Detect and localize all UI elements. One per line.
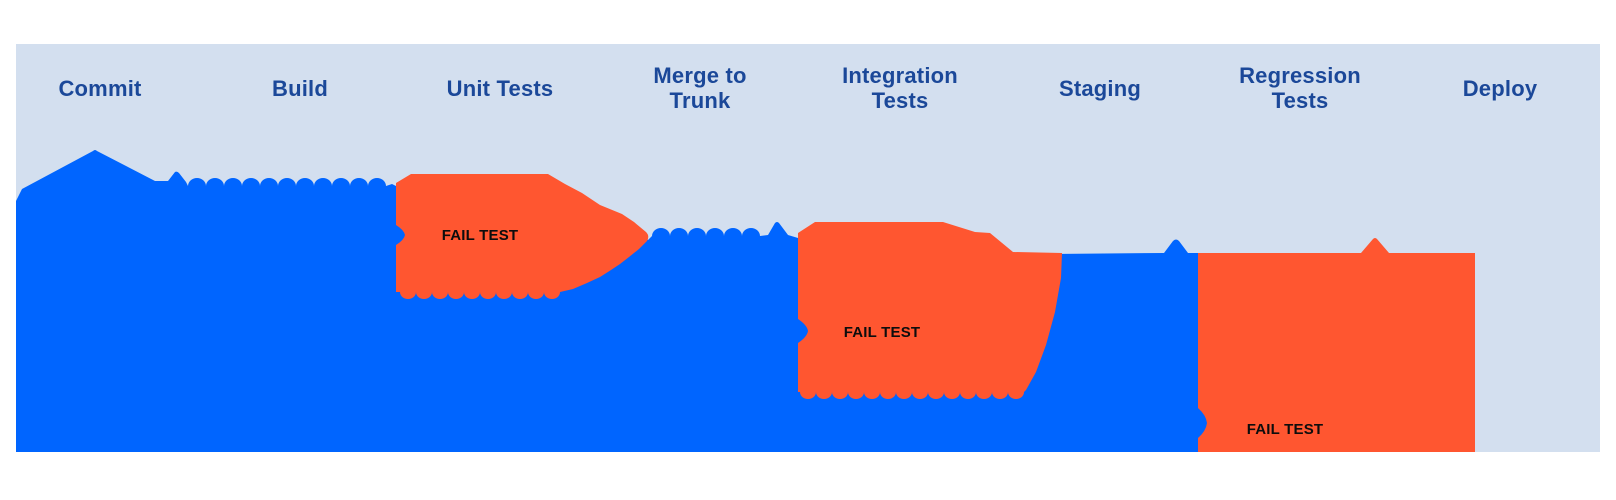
stage-label-build: Build: [272, 75, 328, 101]
fail-region-unit-tests: [396, 174, 649, 299]
fail-region-integration-tests: [798, 222, 1062, 399]
stage-label-deploy: Deploy: [1462, 75, 1538, 101]
stage-label-staging: Staging: [1058, 75, 1142, 101]
stage-label-regression-tests: Regression Tests: [1239, 63, 1361, 113]
stage-label-merge-to-trunk: Merge to Trunk: [653, 63, 747, 113]
fail-test-label-3: FAIL TEST: [1246, 421, 1324, 438]
fail-test-label-1: FAIL TEST: [441, 227, 519, 244]
fail-test-label-2: FAIL TEST: [843, 324, 921, 341]
stage-label-integration-tests: Integration Tests: [842, 63, 958, 113]
stage-label-unit-tests: Unit Tests: [446, 75, 554, 101]
stage-label-commit: Commit: [58, 75, 142, 101]
fail-region-regression-tests: [1198, 238, 1475, 452]
